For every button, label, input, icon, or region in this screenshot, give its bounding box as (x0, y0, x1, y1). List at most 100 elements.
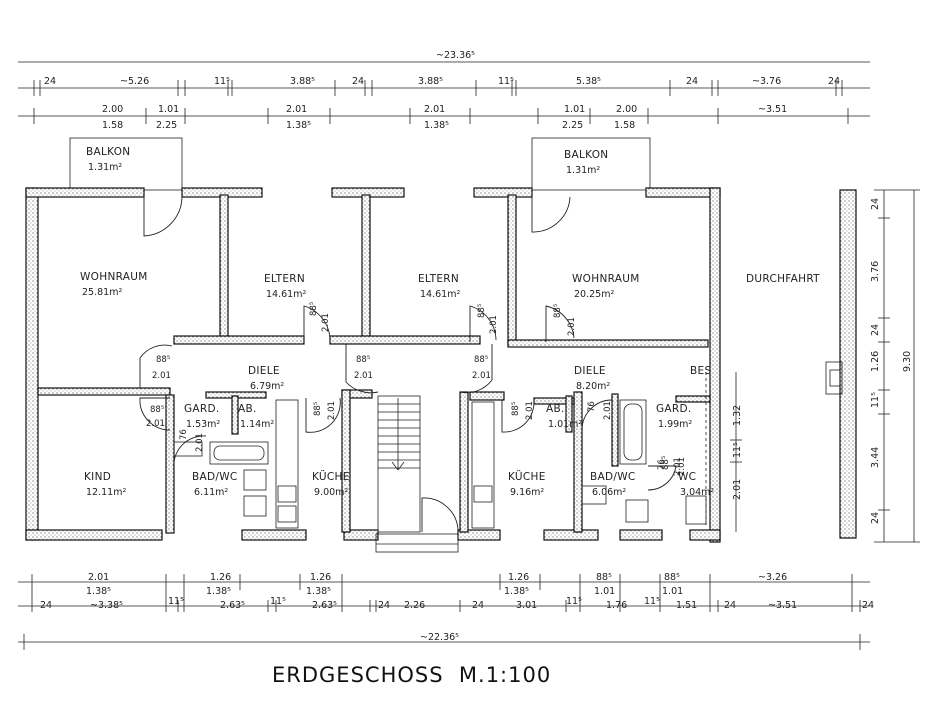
top-row2-dim-10: 2.25 (562, 120, 583, 131)
room-name-3: ELTERN (264, 273, 305, 285)
bottom-row1-dim-7: 1.26 (508, 572, 529, 583)
bottom-row1-dim-10: 1.01 (594, 586, 615, 597)
room-area-19: 3.04m² (680, 487, 714, 498)
door-label-22: 2.01 (603, 401, 613, 420)
door-label-4: 2.01 (489, 315, 499, 334)
top-row1-dim-4: 3.88⁵ (290, 76, 315, 87)
door-label-23: 76 (657, 459, 667, 470)
door-label-6: 2.01 (567, 317, 577, 336)
room-labels: BALKON1.31m²WOHNRAUM25.81m²ELTERN14.61m²… (80, 146, 820, 498)
door-label-26: 2.01 (677, 457, 687, 476)
top-row2-dimensions: 2.001.581.012.252.011.38⁵2.011.38⁵1.012.… (102, 104, 787, 131)
door-label-16: 2.01 (146, 419, 165, 429)
top-row2-dim-11: 2.00 (616, 104, 637, 115)
bottom-row1-dimensions: 2.011.38⁵1.261.38⁵1.261.38⁵1.261.38⁵88⁵1… (86, 572, 787, 597)
door-label-8: 2.01 (152, 371, 171, 381)
room-name-6: WOHNRAUM (572, 273, 640, 285)
top-row1-dim-2: ~5.26 (120, 76, 149, 87)
bottom-row2-dim-5: 11⁵ (270, 596, 286, 607)
top-row1-dim-9: 24 (686, 76, 698, 87)
door-label-24: 2.01 (673, 457, 683, 476)
top-row1-dim-8: 5.38⁵ (576, 76, 601, 87)
bottom-row2-dim-2: ~3.38⁵ (90, 600, 123, 611)
right-dimension-chains (730, 189, 920, 543)
room-area-8: 6.79m² (250, 381, 284, 392)
bottom-row1-dim-8: 1.38⁵ (504, 586, 529, 597)
room-name-7: DURCHFAHRT (746, 273, 820, 285)
bottom-row2-dim-3: 11⁵ (168, 596, 184, 607)
right-dim-7: 24 (870, 512, 881, 524)
door-label-2: 2.01 (321, 313, 331, 332)
top-row2-dim-2: 1.58 (102, 120, 123, 131)
room-area-6: 20.25m² (574, 289, 614, 300)
room-name-5: BALKON (564, 149, 608, 161)
bottom-row2-dim-7: 24 (378, 600, 390, 611)
door-label-10: 2.01 (354, 371, 373, 381)
door-label-3: 88⁵ (477, 304, 487, 318)
room-area-9: 8.20m² (576, 381, 610, 392)
bottom-dimension-chains: ~22.36⁵ (18, 574, 870, 650)
room-area-5: 1.31m² (566, 165, 600, 176)
bottom-row2-dim-16: ~3.51 (768, 600, 797, 611)
door-label-18: 2.01 (327, 401, 337, 420)
door-label-21: 76 (587, 401, 597, 412)
room-area-12: 1.01m² (548, 419, 582, 430)
room-name-8: DIELE (248, 365, 280, 377)
door-label-17: 88⁵ (313, 402, 323, 416)
bottom-row1-dim-12: 1.01 (662, 586, 683, 597)
bottom-row2-dim-11: 11⁵ (566, 596, 582, 607)
room-name-16: KÜCHE (312, 470, 350, 483)
inner-right-dimension-labels: 1.32 11⁵ 2.01 (732, 405, 743, 500)
bottom-row2-dim-13: 11⁵ (644, 596, 660, 607)
inner-right-dim-1: 1.32 (732, 405, 743, 426)
overall-bottom-dimension: ~22.36⁵ (420, 632, 459, 643)
drawing-title: ERDGESCHOSS M.1:100 (272, 663, 551, 687)
inner-right-dim-3: 2.01 (732, 479, 743, 500)
right-dim-8: 9.30 (902, 351, 913, 372)
door-label-1: 88⁵ (309, 302, 319, 316)
bottom-row2-dim-17: 24 (862, 600, 874, 611)
room-name-20: BES (690, 365, 711, 377)
room-area-2: 25.81m² (82, 287, 122, 298)
door-label-20: 2.01 (525, 401, 535, 420)
doors (139, 195, 677, 532)
top-row2-dim-4: 2.25 (156, 120, 177, 131)
top-row1-dim-5: 24 (352, 76, 364, 87)
top-row1-dim-7: 11⁵ (498, 76, 514, 87)
room-name-2: WOHNRAUM (80, 271, 148, 283)
door-label-5: 88⁵ (553, 304, 563, 318)
room-area-11: 1.14m² (240, 419, 274, 430)
room-area-10: 1.53m² (186, 419, 220, 430)
top-row2-dim-13: ~3.51 (758, 104, 787, 115)
bottom-row1-dim-9: 88⁵ (596, 572, 612, 583)
top-row2-dim-6: 1.38⁵ (286, 120, 311, 131)
room-area-14: 12.11m² (86, 487, 126, 498)
door-label-9: 88⁵ (356, 355, 370, 365)
room-name-15: BAD/WC (192, 471, 238, 483)
room-name-11: AB. (238, 403, 257, 415)
room-area-18: 6.06m² (592, 487, 626, 498)
room-area-1: 1.31m² (88, 162, 122, 173)
overall-top-dimension: ~23.36⁵ (436, 50, 475, 61)
top-row1-dim-11: 24 (828, 76, 840, 87)
door-label-13: 76 (179, 429, 189, 440)
room-name-18: BAD/WC (590, 471, 636, 483)
top-row1-dim-6: 3.88⁵ (418, 76, 443, 87)
bottom-row2-dim-4: 2.63⁵ (220, 600, 245, 611)
bottom-row2-dim-10: 3.01 (516, 600, 537, 611)
bottom-row1-dim-2: 1.38⁵ (86, 586, 111, 597)
door-label-12: 2.01 (472, 371, 491, 381)
door-labels: 88⁵2.0188⁵2.0188⁵2.0188⁵2.0188⁵2.0188⁵2.… (146, 302, 687, 476)
room-area-16: 9.00m² (314, 487, 348, 498)
bottom-row1-dim-5: 1.26 (310, 572, 331, 583)
bottom-row1-dim-11: 88⁵ (664, 572, 680, 583)
top-row1-dim-1: 24 (44, 76, 56, 87)
top-row2-dim-1: 2.00 (102, 104, 123, 115)
inner-right-dim-2: 11⁵ (732, 442, 743, 458)
room-name-17: KÜCHE (508, 470, 546, 483)
room-name-19: WC (678, 471, 696, 483)
